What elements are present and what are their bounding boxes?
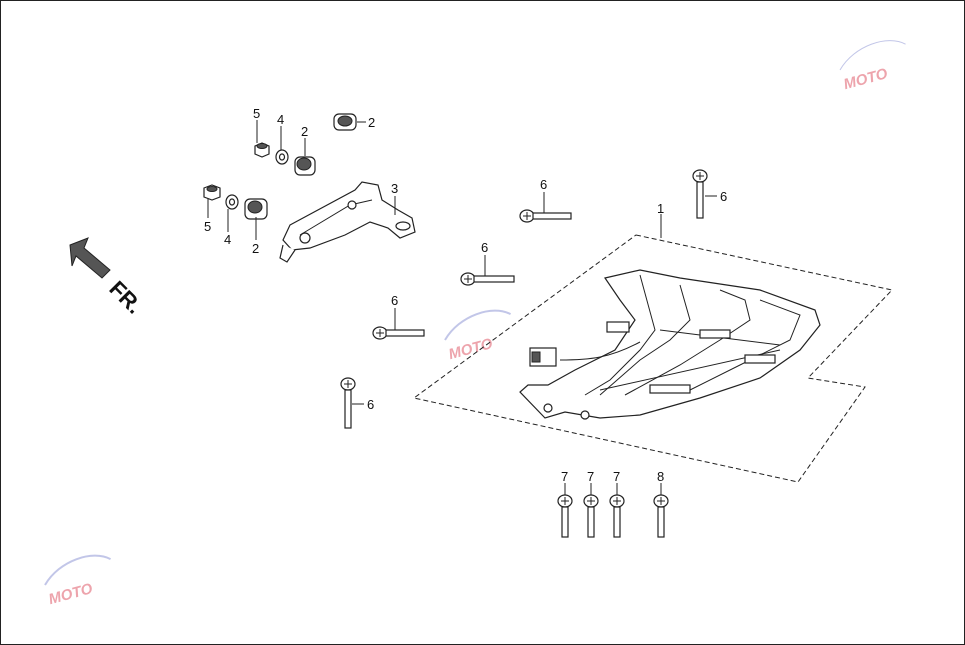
- callout-7-b: 7: [587, 469, 594, 484]
- callout-2-upper: 2: [301, 124, 308, 139]
- callout-5-upper: 5: [253, 106, 260, 121]
- callout-2-top: 2: [368, 115, 375, 130]
- callout-8: 8: [657, 469, 664, 484]
- nut-upper: [254, 142, 270, 158]
- washer-upper: [275, 149, 289, 165]
- screw-8: [653, 494, 669, 538]
- screw-6-horizontal-a: [519, 209, 572, 223]
- callout-6-d: 6: [391, 293, 398, 308]
- callout-5-lower: 5: [204, 219, 211, 234]
- front-direction-arrow: FR.: [69, 237, 147, 319]
- screw-7-a: [557, 494, 573, 538]
- callout-4-lower: 4: [224, 232, 231, 247]
- screw-6-horizontal-c: [372, 326, 425, 340]
- taillight-assembly: [519, 269, 821, 420]
- watermark-text-1: MOTO: [842, 65, 890, 93]
- leader-lines: [207, 120, 717, 495]
- arrow-icon: [69, 237, 111, 279]
- watermark-center: MOTO: [444, 309, 512, 363]
- screw-7-b: [583, 494, 599, 538]
- screw-7-c: [609, 494, 625, 538]
- callout-6-c: 6: [481, 240, 488, 255]
- callout-7-c: 7: [613, 469, 620, 484]
- grommet-upper: [294, 156, 316, 176]
- callout-1: 1: [657, 201, 664, 216]
- screw-6-vertical-b: [340, 377, 356, 429]
- washer-lower: [225, 194, 239, 210]
- callout-6-b: 6: [720, 189, 727, 204]
- nut-lower: [203, 184, 221, 201]
- grommet-top: [333, 113, 357, 131]
- watermark-text-3: MOTO: [47, 580, 95, 608]
- watermark-text-2: MOTO: [447, 335, 495, 363]
- grommet-lower: [244, 198, 268, 220]
- watermark-bottom-left: MOTO: [44, 554, 112, 608]
- callout-7-a: 7: [561, 469, 568, 484]
- callout-2-lower: 2: [252, 241, 259, 256]
- screw-6-horizontal-b: [460, 272, 515, 286]
- assembly-boundary-dashed: [412, 234, 893, 483]
- callout-3: 3: [391, 181, 398, 196]
- callout-6-e: 6: [367, 397, 374, 412]
- front-label: FR.: [104, 276, 147, 319]
- screw-6-vertical-a: [692, 169, 708, 219]
- callout-6-a: 6: [540, 177, 547, 192]
- callout-4-upper: 4: [277, 112, 284, 127]
- watermark-top-right: MOTO: [839, 40, 906, 93]
- bracket: [279, 181, 416, 263]
